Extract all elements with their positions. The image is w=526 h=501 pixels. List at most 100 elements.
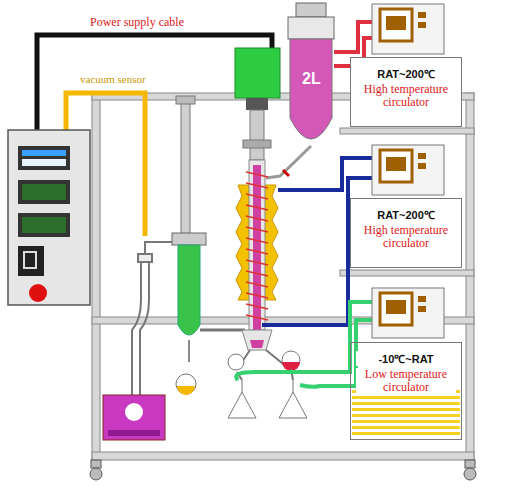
cooling-stripes-part [352,388,460,438]
heater-coil-part [246,227,268,232]
heater-coil [246,172,268,320]
heater-coil-part [246,238,268,243]
evaporator [235,48,280,350]
cooling-stripes [352,388,460,438]
receiving-flasks [228,350,307,418]
circulator-label-box: -10℃~RAT Low temperature circulator [350,342,462,440]
circulator-units-part [386,16,406,30]
evaporator-part [243,140,271,148]
circulator-units-part [386,300,406,314]
steel-frame-part [92,93,100,460]
circulator-units-part [418,12,426,18]
control-panel-part [18,180,70,204]
temperature-range: RAT~200℃ [356,66,456,81]
caster-wheels-part [464,468,476,480]
steel-frame-part [92,452,474,460]
circulator-units-part [380,9,412,41]
sensor-label: vacuum sensor [78,73,148,85]
circulator-units-part [418,296,426,302]
cold-trap-part [177,386,195,395]
heater-coil-part [246,216,268,221]
feed-flask-part [266,146,311,178]
circulator-units-part [418,153,426,159]
cold-trap-part [176,374,196,394]
cold-trap [172,233,206,395]
feed-flask-part [296,3,326,17]
heater-coil-part [246,249,268,254]
temperature-range: RAT~200℃ [356,207,456,222]
receiving-flasks-part [228,354,244,370]
control-panel-part [22,159,66,166]
vacuum-pump-part [103,395,165,440]
evaporator-part [242,330,272,350]
control-panel-part [22,150,66,156]
heater-coil-part [246,304,268,309]
circulator-units-part [380,150,412,182]
vacuum-pump-part [125,403,143,421]
temperature-range: -10℃~RAT [356,351,456,366]
cold-trap-part [172,233,206,245]
circulator-units-part [372,288,444,338]
control-panel-part [18,246,44,276]
caster-wheels [90,460,476,480]
gauge-pipe-part [176,96,195,104]
vacuum-line-part [200,329,245,332]
circulator-label-box: RAT~200℃ High temperature circulator [350,57,462,127]
circulator-label-box: RAT~200℃ High temperature circulator [350,198,462,268]
circulator-units-part [372,4,444,54]
heater-coil-part [246,282,268,287]
volume-label: 2L [300,70,323,88]
circulator-units-part [418,306,426,312]
control-panel-part [22,217,66,233]
evaporator-part [250,340,264,348]
circulator-name: Low temperature circulator [356,368,456,393]
evaporator-part [250,110,264,160]
circulator-units-part [386,157,406,171]
steel-frame-part [340,270,474,276]
cable-label: Power supply cable [88,15,186,30]
circulator-name: High temperature circulator [356,83,456,108]
control-panel-part [24,252,36,268]
gauge-pipe-part [181,100,190,235]
circulator-units-part [380,293,412,325]
heater-coil-part [246,183,268,188]
steel-frame [92,93,474,460]
cold-trap-part [178,245,200,335]
vacuum-pump-part [108,430,160,436]
evaporator-part [235,48,280,98]
caster-wheels-part [465,460,475,468]
cold-trap-part [188,340,190,362]
vacuum-pump [103,395,165,440]
circulator-units-part [418,22,426,28]
heater-coil-part [246,172,268,177]
heater-coil-part [246,315,268,320]
circulator-name: High temperature circulator [356,224,456,249]
control-panel-part [8,130,90,305]
feed-flask-part [288,17,334,39]
receiving-flasks-part [228,380,256,418]
heater-coil-part [246,293,268,298]
control-panel [8,130,90,305]
feed-flask-part [283,170,289,176]
vacuum-line-part [140,262,149,395]
heating-hoses-part [236,302,372,380]
circulator-units-part [418,163,426,169]
heating-hoses-part [278,158,372,190]
control-panel-part [18,213,70,237]
heater-coil-part [246,260,268,265]
gauge-pipe [176,96,195,235]
feed-flask-part [290,39,332,139]
evaporator-part [246,98,268,110]
control-panel-part [29,284,47,302]
heater-coil-part [246,271,268,276]
circulator-units [372,4,444,338]
heater-coil-part [246,194,268,199]
caster-wheels-part [90,468,102,480]
control-panel-part [18,146,70,170]
caster-wheels-part [91,460,101,468]
vacuum-line [132,242,245,395]
steel-frame-part [340,128,474,134]
vacuum-line-part [138,254,152,262]
circulator-units-part [372,145,444,195]
